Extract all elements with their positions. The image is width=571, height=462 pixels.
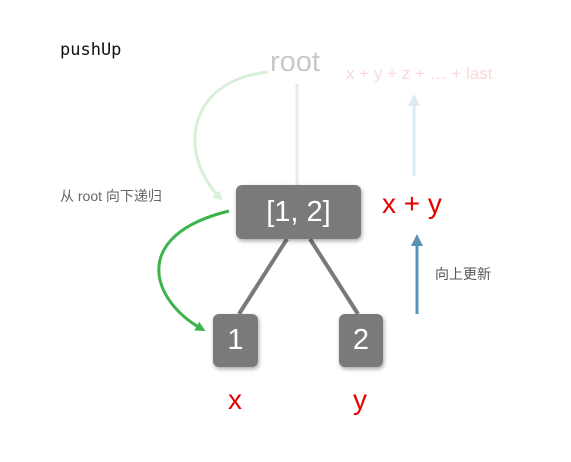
- title: pushUp: [60, 40, 122, 60]
- right-child-node: 2: [339, 314, 383, 367]
- left-child-node: 1: [213, 314, 258, 367]
- sum-label: x + y + z + … + last: [346, 64, 493, 83]
- parent-node: [1, 2]: [236, 185, 361, 239]
- root-recurse-arrow: [193, 70, 269, 201]
- right-value-label: y: [353, 384, 367, 415]
- left-value-label: x: [228, 384, 242, 415]
- update-label: 向上更新: [435, 266, 491, 282]
- edge-left: [237, 237, 289, 316]
- root-label: root: [270, 46, 320, 78]
- parent-value-label: x + y: [382, 188, 442, 219]
- edge-right: [308, 237, 360, 316]
- recurse-arrow: [157, 209, 230, 331]
- recurse-label: 从 root 向下递归: [60, 188, 162, 204]
